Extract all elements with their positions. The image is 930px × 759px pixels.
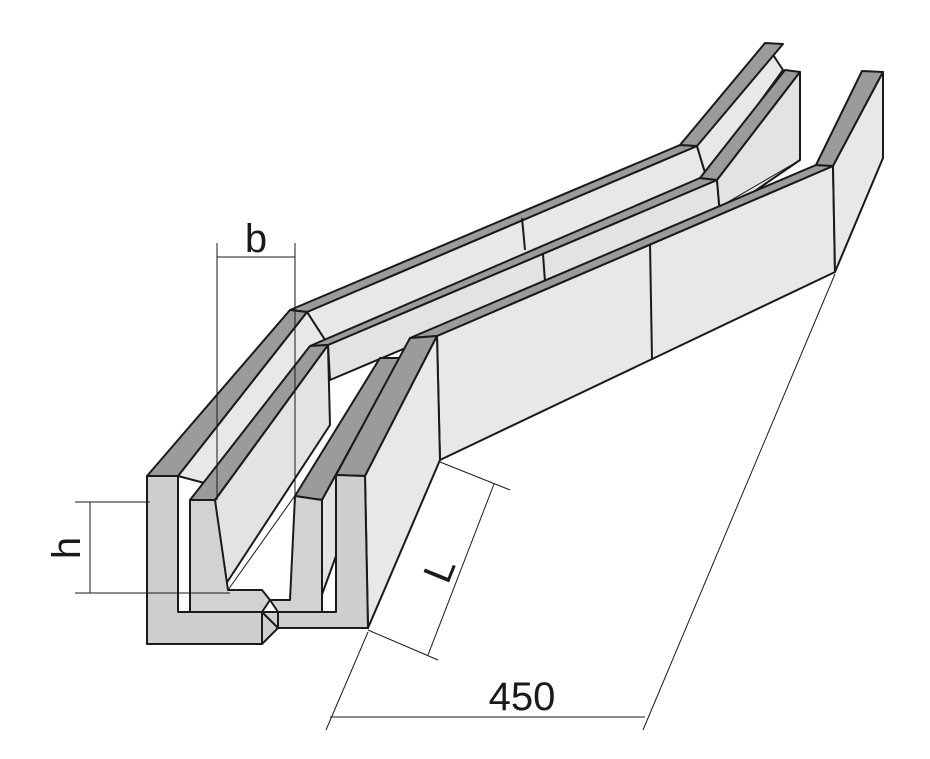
dimension-450: 450 — [325, 273, 836, 731]
outer-right-wall-upper-face — [832, 71, 884, 273]
dimension-h: h — [45, 501, 230, 594]
cross-section — [146, 474, 369, 645]
cross-section-break — [261, 611, 279, 645]
outer-right-wall-joint — [649, 242, 653, 361]
outer-right-wall — [335, 70, 884, 629]
label-l: L — [415, 552, 464, 589]
inner-left-wall-joint — [542, 253, 546, 283]
cross-section-left-liner — [189, 499, 271, 613]
label-450: 450 — [489, 675, 556, 719]
outer-left-wall-joint — [521, 217, 526, 251]
inner-left-wall — [189, 69, 801, 591]
outer-left-wall-top-upper — [679, 42, 784, 147]
label-b: b — [245, 217, 267, 261]
cross-section-break-line — [261, 611, 279, 629]
outer-left-wall — [146, 42, 784, 486]
cross-section-right-liner — [269, 495, 323, 613]
dimension-b: b — [216, 217, 296, 500]
label-h: h — [45, 537, 89, 559]
